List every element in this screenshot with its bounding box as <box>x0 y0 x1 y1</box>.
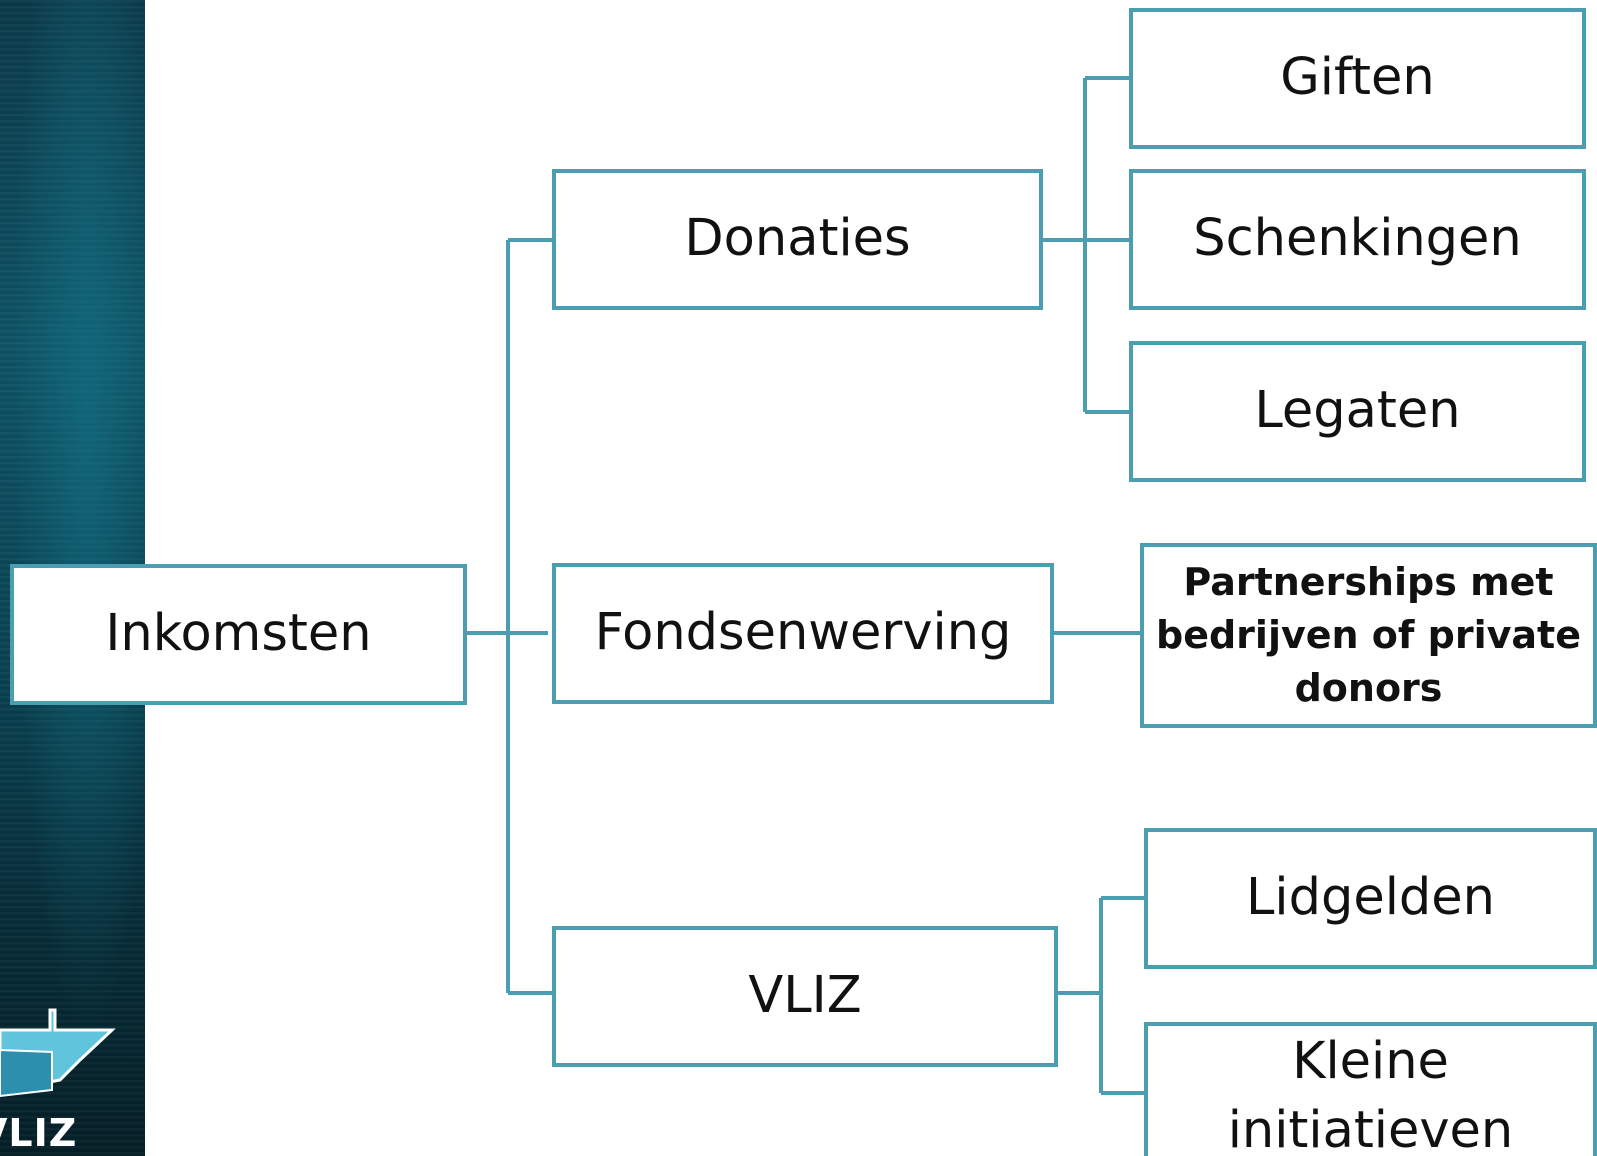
node-legaten: Legaten <box>1129 341 1586 482</box>
logo-text: VLIZ <box>0 1111 78 1155</box>
node-kleine-initiatieven: Kleine initiatieven <box>1144 1022 1597 1156</box>
node-inkomsten: Inkomsten <box>10 564 467 705</box>
node-partnerships: Partnerships met bedrijven of private do… <box>1140 543 1597 728</box>
node-lidgelden: Lidgelden <box>1144 828 1597 969</box>
node-fondsenwerving: Fondsenwerving <box>552 563 1054 704</box>
node-donaties: Donaties <box>552 169 1043 310</box>
node-vliz: VLIZ <box>552 926 1058 1067</box>
node-giften: Giften <box>1129 8 1586 149</box>
vliz-logo-icon <box>0 1008 116 1098</box>
node-schenkingen: Schenkingen <box>1129 169 1586 310</box>
